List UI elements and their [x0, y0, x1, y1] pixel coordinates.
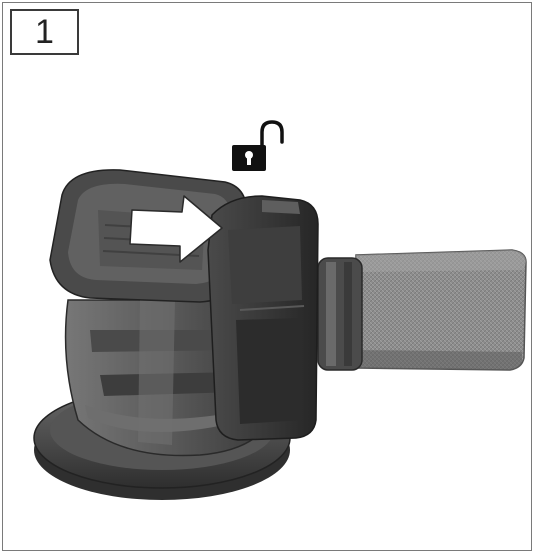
battery-pack	[207, 195, 319, 441]
step-number: 1	[35, 12, 54, 51]
slide-direction-arrow-icon	[129, 195, 223, 263]
dust-bag	[355, 249, 527, 371]
dust-port-collar	[317, 257, 363, 371]
unlock-padlock-icon	[232, 120, 284, 171]
step-number-box: 1	[10, 9, 79, 55]
